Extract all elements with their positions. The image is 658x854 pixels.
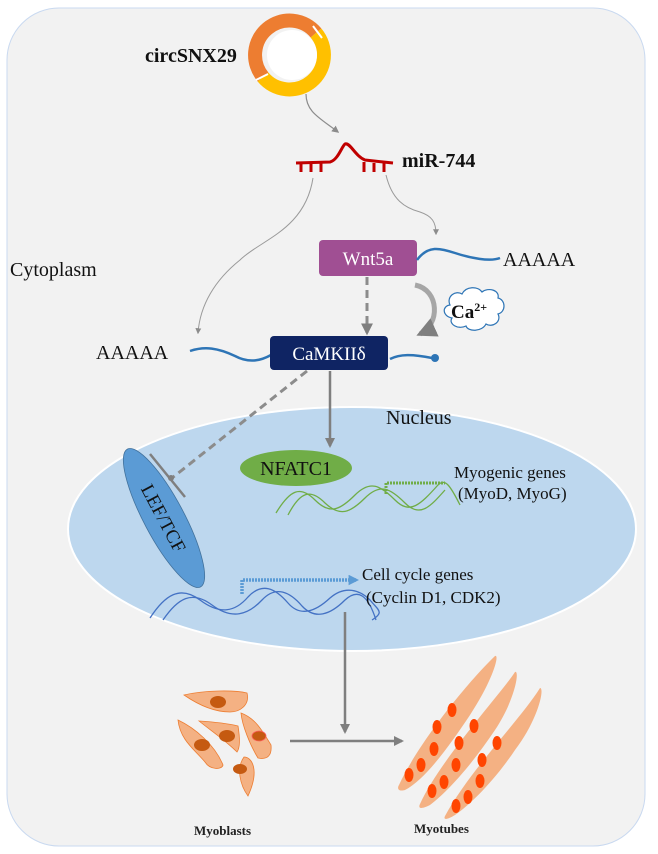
myogenic-genes-line1: Myogenic genes xyxy=(454,463,566,482)
circsnx29-label: circSNX29 xyxy=(145,45,237,67)
myoblasts-icon xyxy=(177,690,272,797)
inhibition-node xyxy=(168,475,174,481)
nucleus-compartment xyxy=(67,406,637,652)
camkii-box xyxy=(270,336,388,370)
cell-cycle-transcription-arrow xyxy=(240,574,360,594)
inhibition-bar xyxy=(149,453,186,498)
calcium-charge: 2+ xyxy=(474,300,487,314)
myotubes-icon xyxy=(398,655,542,819)
camkii-label: CaMKIIδ xyxy=(292,344,365,365)
calcium-cloud-icon xyxy=(443,287,505,331)
myoblasts-label: Myoblasts xyxy=(194,823,251,838)
camkii-mrna-tail-right xyxy=(389,353,433,361)
nfatc1-ellipse xyxy=(240,450,352,486)
circsnx29-ring-icon xyxy=(248,13,331,97)
cell-cycle-genes-line2: (Cyclin D1, CDK2) xyxy=(366,588,501,607)
camkii-mrna-cap xyxy=(431,354,439,362)
wnt5a-box xyxy=(319,240,417,276)
edge-circsnx29-to-mir744 xyxy=(305,93,340,133)
cytoplasm-label: Cytoplasm xyxy=(10,259,97,281)
myogenic-genes-line2: (MyoD, MyoG) xyxy=(458,484,567,503)
camkii-polya: AAAAA xyxy=(96,342,169,364)
mir744-icon xyxy=(295,142,394,172)
wnt5a-label: Wnt5a xyxy=(343,249,394,270)
mir744-label: miR-744 xyxy=(402,150,475,172)
nucleus-label: Nucleus xyxy=(386,407,452,429)
cell-cycle-dna-icon xyxy=(149,587,380,621)
nfatc1-label: NFATC1 xyxy=(260,458,332,480)
wnt5a-mrna-tail xyxy=(415,247,501,261)
calcium-label: Ca2+ xyxy=(451,300,487,323)
calcium-curved-arrow xyxy=(414,282,439,337)
calcium-base: Ca xyxy=(451,302,475,323)
edge-camkii-inhibits-leftcf xyxy=(171,369,308,480)
cell-cycle-genes-line1: Cell cycle genes xyxy=(362,565,473,584)
wnt5a-polya: AAAAA xyxy=(503,249,576,271)
camkii-mrna-tail-left xyxy=(189,347,272,362)
edge-mir744-to-wnt5a xyxy=(385,174,439,236)
edge-mir744-to-camkii xyxy=(195,177,314,335)
myogenic-transcription-arrow xyxy=(384,481,445,494)
myotubes-label: Myotubes xyxy=(414,821,469,836)
